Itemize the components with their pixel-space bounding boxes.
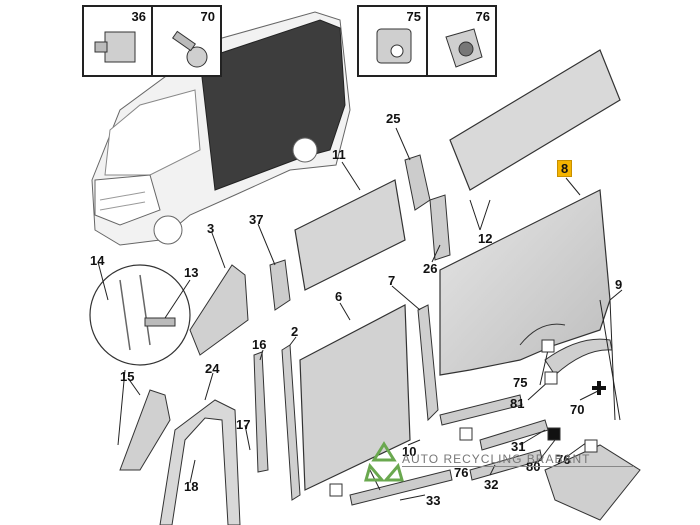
panel-part-11 [294,179,406,291]
pillar-part-16 [253,351,269,473]
watermark-text: AUTO RECYCLING BRABANT [402,452,591,466]
leader-lines [97,127,623,501]
callout-8-highlighted: 8 [557,160,573,177]
callout-17: 17 [236,417,251,432]
callout-25: 25 [386,111,401,126]
callout-11: 11 [332,147,346,162]
side-panel-part-8 [439,189,611,376]
fastener-box-76: 76 [426,5,497,77]
bracket-part-37 [269,259,291,311]
callout-70-lower: 70 [570,402,585,417]
callout-31: 31 [511,439,526,454]
fastener-number-36: 36 [131,9,146,24]
nut-insert-icon [376,28,412,64]
detail-zoom-circle [89,264,191,366]
callout-18: 18 [184,479,199,494]
fastener-box-75: 75 [357,5,428,77]
callout-33: 33 [426,493,441,508]
callout-7: 7 [388,273,396,288]
bracket-part-15 [119,389,171,471]
van-illustration [91,11,351,246]
fastener-number-70: 70 [200,9,215,24]
bracket-part-25 [404,154,431,211]
callout-6: 6 [335,289,343,304]
callout-32: 32 [484,477,499,492]
callout-24: 24 [205,361,220,376]
sill-part-32 [469,449,543,481]
callout-14: 14 [90,253,105,268]
callout-10: 10 [402,444,417,459]
pillar-part-2 [281,344,301,501]
trim-part-3 [189,264,249,356]
watermark-underline [402,466,634,467]
callout-76-lower-right: 76 [556,452,571,467]
callout-2: 2 [291,324,299,339]
callout-12: 12 [478,231,493,246]
fastener-number-76: 76 [475,9,490,24]
callout-9: 9 [615,277,623,292]
fastener-box-36: 36 [82,5,153,77]
callout-81: 81 [510,396,525,411]
clip-icon [94,31,136,63]
recycling-logo-icon [364,441,404,482]
callout-3: 3 [207,221,215,236]
grommet-icon [445,28,483,68]
sill-part-33 [349,469,453,506]
pillar-part-7 [417,304,439,422]
clip-markers [329,339,598,497]
callout-37: 37 [249,212,264,227]
bracket-part-26 [429,194,451,261]
screw-icon [171,30,208,68]
callout-15: 15 [120,369,135,384]
door-frame-part-24 [159,399,241,525]
sill-part-10 [439,394,523,426]
upper-panel-part-12 [449,49,621,191]
callout-26: 26 [423,261,438,276]
fastener-number-75: 75 [406,9,421,24]
plus-marker [592,381,606,395]
callout-76-lower-left: 76 [454,465,469,480]
fastener-box-70: 70 [151,5,222,77]
callout-16: 16 [252,337,267,352]
callout-75-lower: 75 [513,375,528,390]
callout-13: 13 [184,265,199,280]
